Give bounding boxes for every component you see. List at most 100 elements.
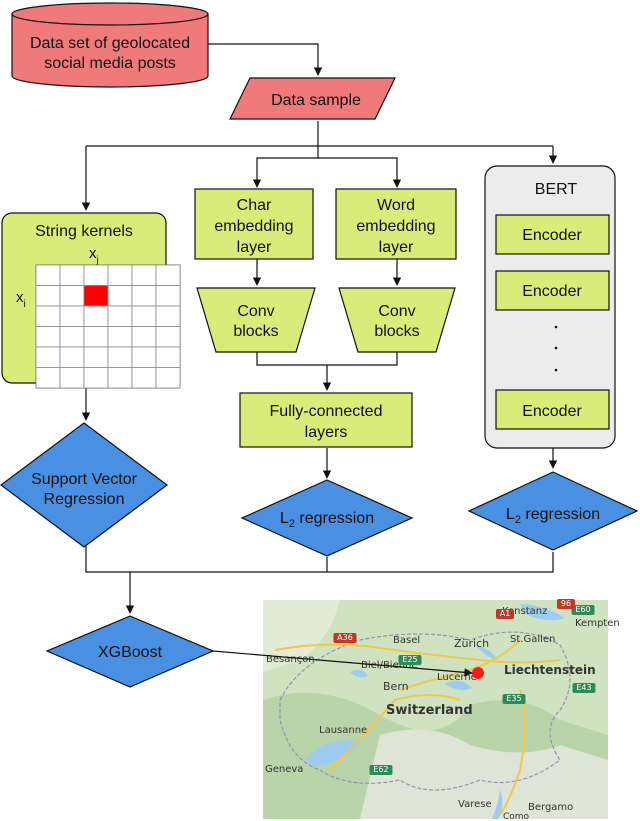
l2-regression-bert: L2 regression [467, 471, 639, 551]
kernel-cell [35, 285, 61, 307]
road-shield-label: E35 [506, 694, 521, 703]
kernel-cell [155, 326, 181, 348]
string-kernels-node: String kernels xj xi [1, 212, 181, 389]
map-place-label: Como [503, 812, 530, 821]
road-shield-label: E62 [373, 765, 388, 774]
map-plain [263, 600, 340, 672]
edge-to-embeddings-bar [252, 146, 319, 188]
kernel-cell [83, 305, 109, 327]
data-sample-node: Data sample [229, 77, 396, 120]
kernel-cell [35, 326, 61, 348]
road-shield-label: E60 [575, 605, 590, 614]
kernel-cell [155, 367, 181, 389]
kernel-cell [107, 346, 133, 368]
lake-constance [520, 604, 565, 621]
kernel-cell [107, 326, 133, 348]
map-place-label: Lausanne [319, 725, 367, 736]
map-place-label: Basel [393, 635, 420, 646]
map-place-label: Zürich [454, 637, 489, 650]
road-shield [571, 605, 595, 615]
map-place-label: Lucerne [437, 672, 477, 683]
fully-connected-line1: Fully-connected [270, 403, 383, 420]
char-embedding-node: Char embedding layer [194, 188, 314, 260]
road-shield [496, 609, 514, 619]
word-embedding-line2: embedding [356, 218, 435, 235]
edge-models-merge [85, 546, 554, 573]
road-shield [398, 655, 422, 665]
bert-encoder: Encoder [495, 389, 610, 430]
string-kernels-title: String kernels [35, 223, 133, 240]
road-shield-label: 96 [561, 599, 571, 608]
map-place-label: Geneva [265, 764, 303, 775]
l2-cnn-label: L2 regression [280, 510, 374, 530]
kernel-cell [131, 264, 157, 286]
kernel-xi-label: xi [16, 289, 26, 310]
kernel-cell [131, 326, 157, 348]
svr-line2: Regression [44, 491, 125, 508]
lake-biel [350, 669, 368, 678]
edge-conv-merge [256, 352, 398, 366]
bert-title: BERT [535, 181, 578, 198]
map-place-label: St.Gallen [510, 634, 555, 645]
bert-encoder: Encoder [495, 270, 610, 311]
kernel-cell [35, 346, 61, 368]
bert-ellipsis [554, 325, 558, 372]
kernel-cell [59, 326, 85, 348]
kernel-highlight-cell [83, 285, 109, 307]
kernel-cell [155, 264, 181, 286]
edge-xgboost-to-location [212, 650, 473, 677]
swiss-border [279, 631, 571, 791]
road-shield [333, 633, 357, 643]
map-alps [360, 729, 608, 819]
conv-word-line1: Conv [378, 303, 415, 320]
road-shield [502, 694, 526, 704]
char-embedding-line3: layer [237, 239, 272, 256]
kernel-matrix [35, 264, 181, 389]
kernel-cell [83, 346, 109, 368]
word-embedding-line3: layer [379, 239, 414, 256]
bert-encoder: Encoder [495, 214, 610, 255]
bert-encoder-label: Encoder [522, 403, 582, 420]
map-roads [274, 639, 561, 816]
kernel-cell [131, 367, 157, 389]
lake-geneva [305, 740, 360, 767]
bert-node: BERT Encoder Encoder Encoder [484, 165, 616, 449]
kernel-cell [35, 264, 61, 286]
bert-encoder-label: Encoder [522, 227, 582, 244]
kernel-cell [155, 305, 181, 327]
kernel-cell [83, 264, 109, 286]
source-label-line2: social media posts [44, 55, 176, 72]
map-place-label: Bern [383, 680, 409, 693]
road-shield [557, 599, 575, 609]
kernel-cell [59, 285, 85, 307]
word-embedding-line1: Word [377, 197, 415, 214]
svr-node: Support Vector Regression [0, 422, 169, 548]
kernel-cell [107, 285, 133, 307]
kernel-xj-label: xj [89, 245, 99, 266]
conv-char-line2: blocks [233, 323, 278, 340]
kernel-cell [107, 305, 133, 327]
kernel-cell [131, 346, 157, 368]
edge-source-to-sample [200, 43, 323, 76]
bert-encoder-label: Encoder [522, 283, 582, 300]
kernel-cell [107, 264, 133, 286]
char-embedding-line2: embedding [214, 218, 293, 235]
road-shield-label: E25 [402, 655, 417, 664]
map-place-label: Besançon [266, 654, 315, 665]
location-pin [472, 667, 484, 679]
road-shield [572, 683, 596, 693]
road-shield [369, 765, 393, 775]
xgboost-label: XGBoost [98, 644, 163, 661]
map-place-label: Konstanz [502, 606, 547, 617]
conv-blocks-char: Conv blocks [196, 287, 316, 353]
road-shield-label: E43 [576, 683, 591, 692]
fully-connected-line2: layers [305, 424, 348, 441]
word-embedding-node: Word embedding layer [335, 188, 457, 260]
map-place-label: Switzerland [386, 703, 473, 718]
kernel-cell [131, 285, 157, 307]
map-place-label: Varese [458, 799, 492, 810]
kernel-cell [59, 346, 85, 368]
svr-line1: Support Vector [31, 471, 138, 488]
fully-connected-node: Fully-connected layers [239, 392, 413, 448]
